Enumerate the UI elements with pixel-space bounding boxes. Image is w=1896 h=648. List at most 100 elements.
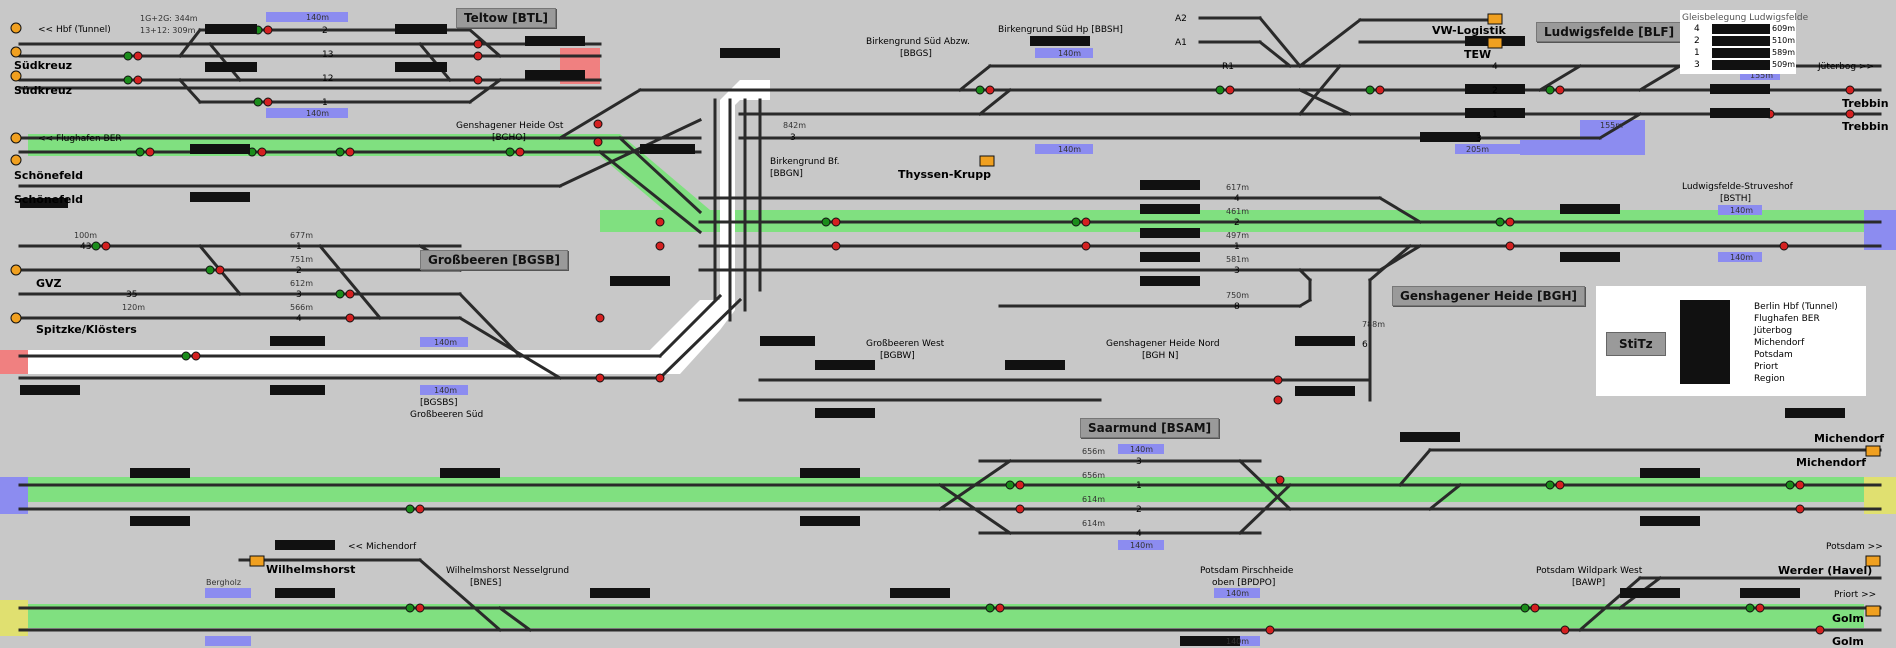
label-gh-nord-code: [BGH N]	[1142, 351, 1179, 361]
gleisbelegung-len-3: 509m	[1772, 60, 1796, 69]
label-bsam-656-a: 656m	[1082, 447, 1106, 456]
label-gh-nord: Genshagener Heide Nord	[1106, 339, 1220, 349]
label-bsam-614-a: 614m	[1082, 495, 1106, 504]
label-gb-612: 612m	[290, 279, 314, 288]
label-birkengrund-bf: Birkengrund Bf.	[770, 157, 840, 167]
tracks	[18, 15, 1882, 633]
route-white-birkengrund	[650, 80, 770, 374]
station-suedkreuz-1[interactable]: Südkreuz	[14, 59, 73, 72]
label-pirschheide-1: Potsdam Pirschheide	[1200, 566, 1294, 576]
display-blocks	[20, 24, 1845, 646]
track-blf-a1: A1	[1175, 38, 1187, 48]
station-markers	[10, 13, 1881, 617]
label-blf-155-a: 155m	[1750, 71, 1774, 80]
gleisbelegung-bar-0	[1712, 24, 1770, 34]
platform-bbsh	[1035, 48, 1093, 58]
station-thyssen[interactable]: Thyssen-Krupp	[898, 168, 991, 181]
track-blf-4: 4	[1492, 62, 1498, 72]
platform-bsth-b	[1718, 252, 1762, 262]
label-teltow-platform-top: 140m	[306, 13, 330, 22]
label-blf-155-b: 155m	[1600, 121, 1624, 130]
track-teltow-1: 1	[322, 98, 328, 108]
gleisbelegung-track-3: 3	[1694, 60, 1700, 70]
stitz-row-6: Region	[1754, 374, 1785, 384]
station-title-saarmund[interactable]: Saarmund [BSAM]	[1080, 418, 1220, 438]
platform-gb-b	[420, 385, 468, 395]
label-pirschheide-platform: 140m	[1226, 589, 1250, 598]
label-flughafen-ber[interactable]: << Flughafen BER	[38, 134, 122, 144]
station-title-grossbeeren[interactable]: Großbeeren [BGSB]	[420, 250, 569, 270]
station-tew[interactable]: TEW	[1464, 48, 1492, 61]
stitz-row-2: Jüterbog	[1754, 326, 1793, 336]
label-gh-581: 581m	[1226, 255, 1250, 264]
track-gb-1: 1	[296, 242, 302, 252]
stitz-row-4: Potsdam	[1754, 350, 1793, 360]
label-wildpark: Potsdam Wildpark West	[1536, 566, 1643, 576]
label-struveshof-platform-b: 140m	[1730, 253, 1754, 262]
label-priort[interactable]: Priort >>	[1834, 590, 1877, 600]
station-vw-logistik[interactable]: VW-Logistik	[1432, 24, 1506, 37]
label-struveshof-code: [BSTH]	[1720, 194, 1752, 204]
label-bgsbs-code: [BGSBS]	[420, 398, 458, 408]
station-spitzke[interactable]: Spitzke/Klösters	[36, 323, 137, 336]
station-trebbin-1[interactable]: Trebbin	[1842, 97, 1889, 110]
track-blf-a2: A2	[1175, 14, 1187, 24]
track-blf-2: 2	[1492, 86, 1498, 96]
station-trebbin-2[interactable]: Trebbin	[1842, 120, 1889, 133]
platform-gb-a	[420, 337, 468, 347]
gleisbelegung-bar-1	[1712, 36, 1770, 46]
track-bsam-1: 1	[1136, 481, 1142, 491]
label-lengths-2: 13+12: 309m	[140, 26, 196, 35]
label-gh-461: 461m	[1226, 207, 1250, 216]
platform-bergholz-b	[205, 636, 251, 646]
gleisbelegung-len-1: 510m	[1772, 36, 1796, 45]
label-teltow-platform-bottom: 140m	[306, 109, 330, 118]
gleisbelegung-bar-3	[1712, 60, 1770, 70]
label-potsdam[interactable]: Potsdam >>	[1826, 542, 1883, 552]
gleisbelegung-title: Gleisbelegung Ludwigsfelde	[1682, 13, 1809, 23]
label-bbsh-platform: 140m	[1058, 49, 1082, 58]
station-title-teltow[interactable]: Teltow [BTL]	[456, 8, 557, 28]
label-gb-platform-b: 140m	[434, 386, 458, 395]
platforms	[205, 12, 1780, 646]
track-bsam-3: 3	[1136, 457, 1142, 467]
label-birkengrund-842: 842m	[783, 121, 807, 130]
station-golm-2[interactable]: Golm	[1832, 635, 1864, 648]
label-hbf-tunnel[interactable]: << Hbf (Tunnel)	[38, 25, 111, 35]
track-gb-43: 43	[80, 242, 92, 252]
station-title-gh[interactable]: Genshagener Heide [BGH]	[1392, 286, 1586, 306]
label-gb-sued: Großbeeren Süd	[410, 410, 484, 420]
label-pirschheide-platform-b: 140m	[1226, 637, 1250, 646]
station-gvz[interactable]: GVZ	[36, 277, 62, 290]
track-teltow-13: 13	[322, 50, 334, 60]
station-golm-1[interactable]: Golm	[1832, 612, 1864, 625]
label-gb-751: 751m	[290, 255, 314, 264]
label-gb-100: 100m	[74, 231, 98, 240]
stitz-title[interactable]: StiTz	[1606, 332, 1666, 356]
track-blf-1: 1	[1492, 110, 1498, 120]
stitz-row-0: Berlin Hbf (Tunnel)	[1754, 302, 1838, 312]
station-michendorf-1[interactable]: Michendorf	[1814, 432, 1885, 445]
track-gb-35: 35	[126, 290, 138, 300]
station-suedkreuz-2[interactable]: Südkreuz	[14, 84, 73, 97]
label-juterbog[interactable]: Jüterbog >>	[1818, 62, 1874, 72]
label-michendorf-left[interactable]: << Michendorf	[348, 542, 417, 552]
station-schoenefeld-2[interactable]: Schönefeld	[14, 193, 84, 206]
station-werder[interactable]: Werder (Havel)	[1778, 564, 1873, 577]
track-bsam-4: 4	[1136, 529, 1142, 539]
station-schoenefeld-1[interactable]: Schönefeld	[14, 169, 84, 182]
label-gb-platform-a: 140m	[434, 338, 458, 347]
gleisbelegung-track-2: 1	[1694, 48, 1700, 58]
track-gh-3: 3	[1234, 266, 1240, 276]
track-gb-4: 4	[296, 314, 302, 324]
track-teltow-2: 2	[322, 26, 328, 36]
station-title-ludwigsfelde[interactable]: Ludwigsfelde [BLF]	[1536, 22, 1683, 42]
station-wilhelmshorst[interactable]: Wilhelmshorst	[266, 563, 356, 576]
label-gh-617: 617m	[1226, 183, 1250, 192]
route-white	[28, 80, 770, 374]
signals-green	[91, 25, 1795, 613]
track-gb-2: 2	[296, 266, 302, 276]
station-michendorf-2[interactable]: Michendorf	[1796, 456, 1867, 469]
label-gh-ost: Genshagener Heide Ost	[456, 121, 564, 131]
